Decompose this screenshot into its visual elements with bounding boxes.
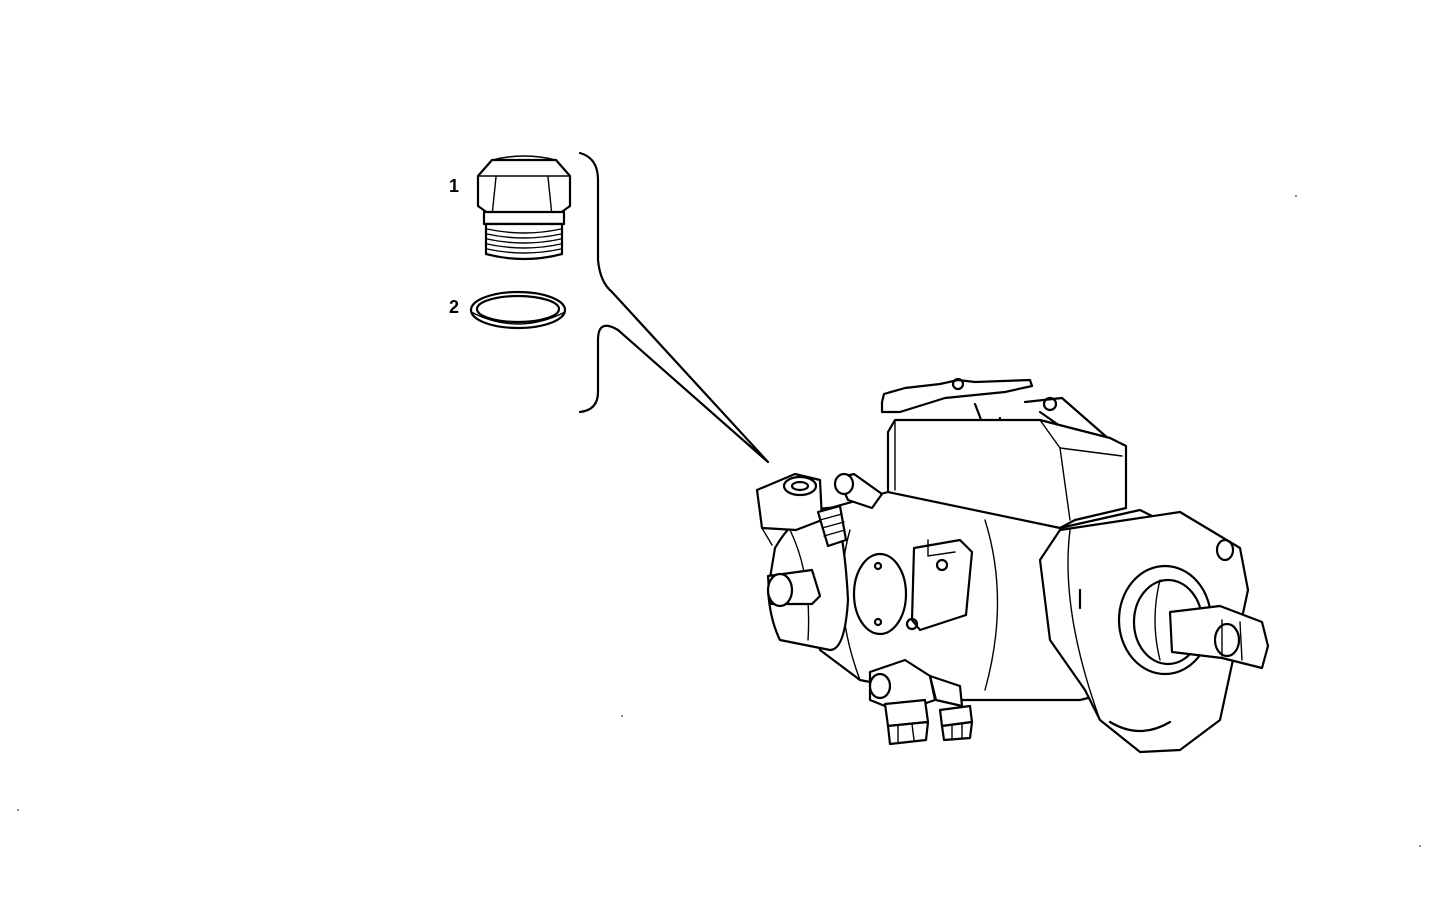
speck [621, 715, 623, 717]
speck [17, 809, 19, 811]
callout-number-1: 1 [449, 176, 459, 196]
sealing-ring-part-2 [469, 290, 567, 330]
speck [1419, 845, 1421, 847]
grouping-bracket [578, 151, 770, 464]
plug-screw-part-1 [476, 155, 572, 261]
callout-number-2: 2 [449, 297, 459, 317]
injection-pump-assembly [755, 377, 1270, 754]
speck [1295, 195, 1297, 197]
